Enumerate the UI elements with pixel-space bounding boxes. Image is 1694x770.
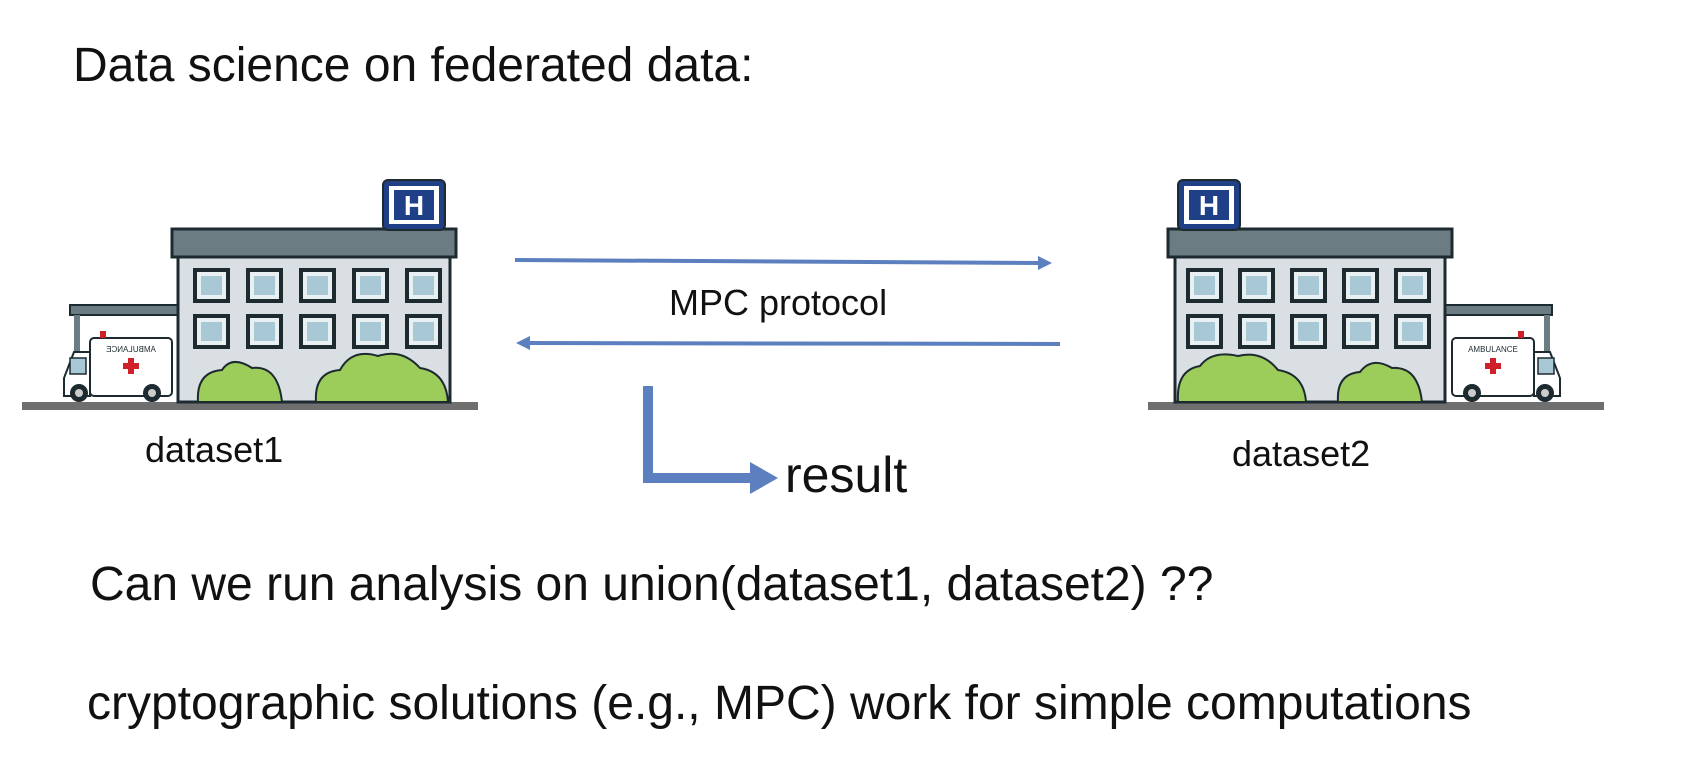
svg-text:AMBULANCE: AMBULANCE xyxy=(106,345,156,354)
protocol-label: MPC protocol xyxy=(669,282,888,323)
ground-line xyxy=(22,402,478,410)
bush xyxy=(196,361,284,403)
bush xyxy=(1176,353,1308,403)
roof xyxy=(170,227,458,259)
ambulance-icon: AMBULANCE xyxy=(63,331,173,402)
footnote-text: cryptographic solutions (e.g., MPC) work… xyxy=(87,677,1472,730)
bush xyxy=(1336,361,1424,403)
ambulance-icon: AMBULANCE xyxy=(1451,331,1561,402)
slide-title: Data science on federated data: xyxy=(73,39,754,92)
dataset1-label: dataset1 xyxy=(145,429,284,470)
question-text: Can we run analysis on union(dataset1, d… xyxy=(90,558,1214,611)
hospital-1-icon: H AMBULANCE xyxy=(22,179,478,410)
dataset2-label: dataset2 xyxy=(1232,433,1371,474)
hospital-2-icon: H AMBULANCE xyxy=(1148,179,1604,410)
svg-text:AMBULANCE: AMBULANCE xyxy=(1468,345,1518,354)
svg-text:H: H xyxy=(1199,190,1219,221)
result-label: result xyxy=(785,447,908,503)
arrow-to-dataset1 xyxy=(529,341,1061,346)
ground-line xyxy=(1148,402,1604,410)
protocol-arrows xyxy=(514,256,1061,494)
result-arrow xyxy=(643,386,752,483)
bush xyxy=(314,352,450,403)
svg-text:H: H xyxy=(404,190,424,221)
roof xyxy=(1166,227,1454,259)
arrow-to-dataset2 xyxy=(514,258,1041,265)
